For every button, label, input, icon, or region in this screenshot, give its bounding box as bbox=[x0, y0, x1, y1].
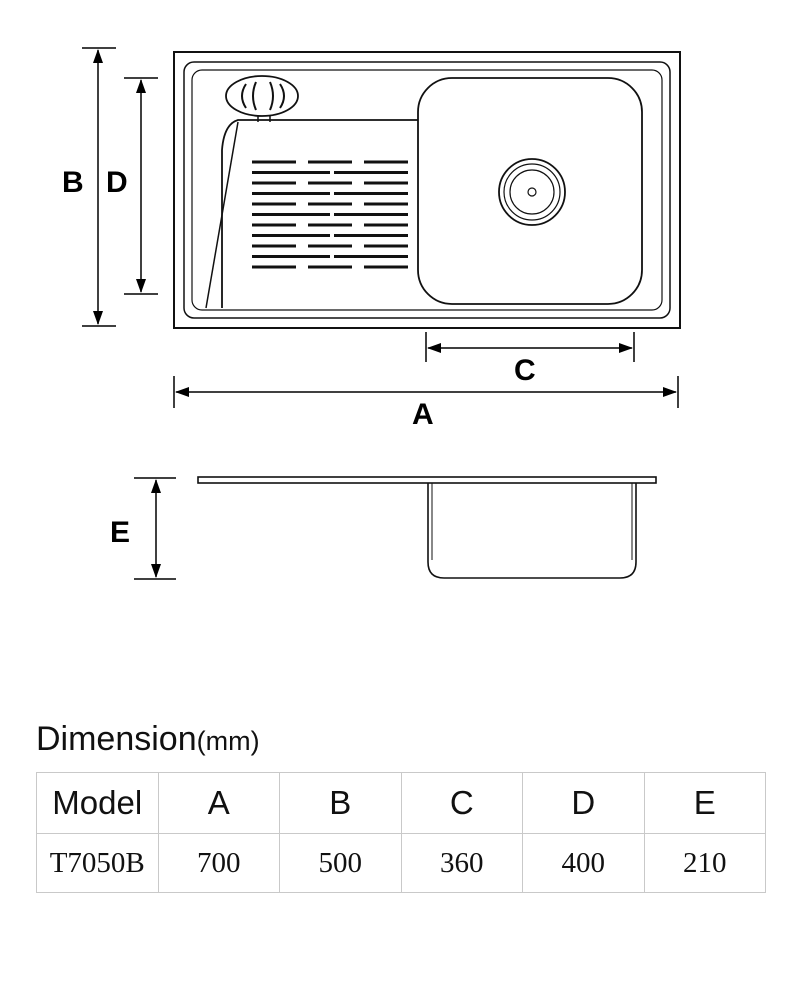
table-header-row: Model A B C D E bbox=[36, 772, 766, 834]
cell-model: T7050B bbox=[36, 833, 159, 893]
sink-deck-edge bbox=[191, 69, 663, 311]
cell-a: 700 bbox=[157, 833, 280, 893]
drainboard bbox=[221, 119, 418, 308]
table-title: Dimension(mm) bbox=[36, 720, 260, 759]
sink-side-view bbox=[197, 476, 657, 579]
dimension-lines bbox=[82, 47, 679, 580]
label-e: E bbox=[110, 516, 130, 549]
sink-outer-rim bbox=[173, 51, 681, 329]
label-c: C bbox=[514, 354, 536, 387]
table-title-unit: (mm) bbox=[196, 726, 260, 756]
soap-holder-slots bbox=[241, 81, 285, 111]
table-row: T7050B 700 500 360 400 210 bbox=[36, 833, 766, 893]
side-view-bowl bbox=[427, 483, 637, 579]
header-cell-a: A bbox=[157, 772, 280, 834]
drain-middle bbox=[503, 163, 561, 221]
side-view-deck bbox=[197, 476, 657, 484]
cell-b: 500 bbox=[279, 833, 402, 893]
label-d: D bbox=[106, 166, 128, 199]
header-cell-b: B bbox=[279, 772, 402, 834]
sink-top-view bbox=[173, 51, 681, 329]
label-a: A bbox=[412, 398, 434, 431]
side-view-bowl-inner bbox=[431, 483, 633, 560]
drain-hole bbox=[527, 187, 537, 197]
sink-inner-rim bbox=[183, 61, 671, 319]
header-cell-c: C bbox=[400, 772, 523, 834]
dimension-table: Model A B C D E T7050B 700 500 360 400 2… bbox=[36, 772, 766, 893]
cell-e: 210 bbox=[643, 833, 766, 893]
soap-holder-icon bbox=[225, 75, 299, 117]
header-cell-model: Model bbox=[36, 772, 159, 834]
sink-technical-drawing: B D C A E bbox=[62, 47, 681, 580]
drain-outer bbox=[498, 158, 566, 226]
soap-holder-stem bbox=[257, 116, 271, 122]
drainboard-edge bbox=[205, 121, 239, 309]
table-title-text: Dimension bbox=[36, 720, 197, 758]
drainboard-slots bbox=[252, 160, 408, 269]
header-cell-e: E bbox=[643, 772, 766, 834]
sink-bowl bbox=[417, 77, 643, 305]
cell-c: 360 bbox=[400, 833, 523, 893]
header-cell-d: D bbox=[522, 772, 645, 834]
drain-inner bbox=[509, 169, 555, 215]
cell-d: 400 bbox=[522, 833, 645, 893]
label-b: B bbox=[62, 166, 84, 199]
